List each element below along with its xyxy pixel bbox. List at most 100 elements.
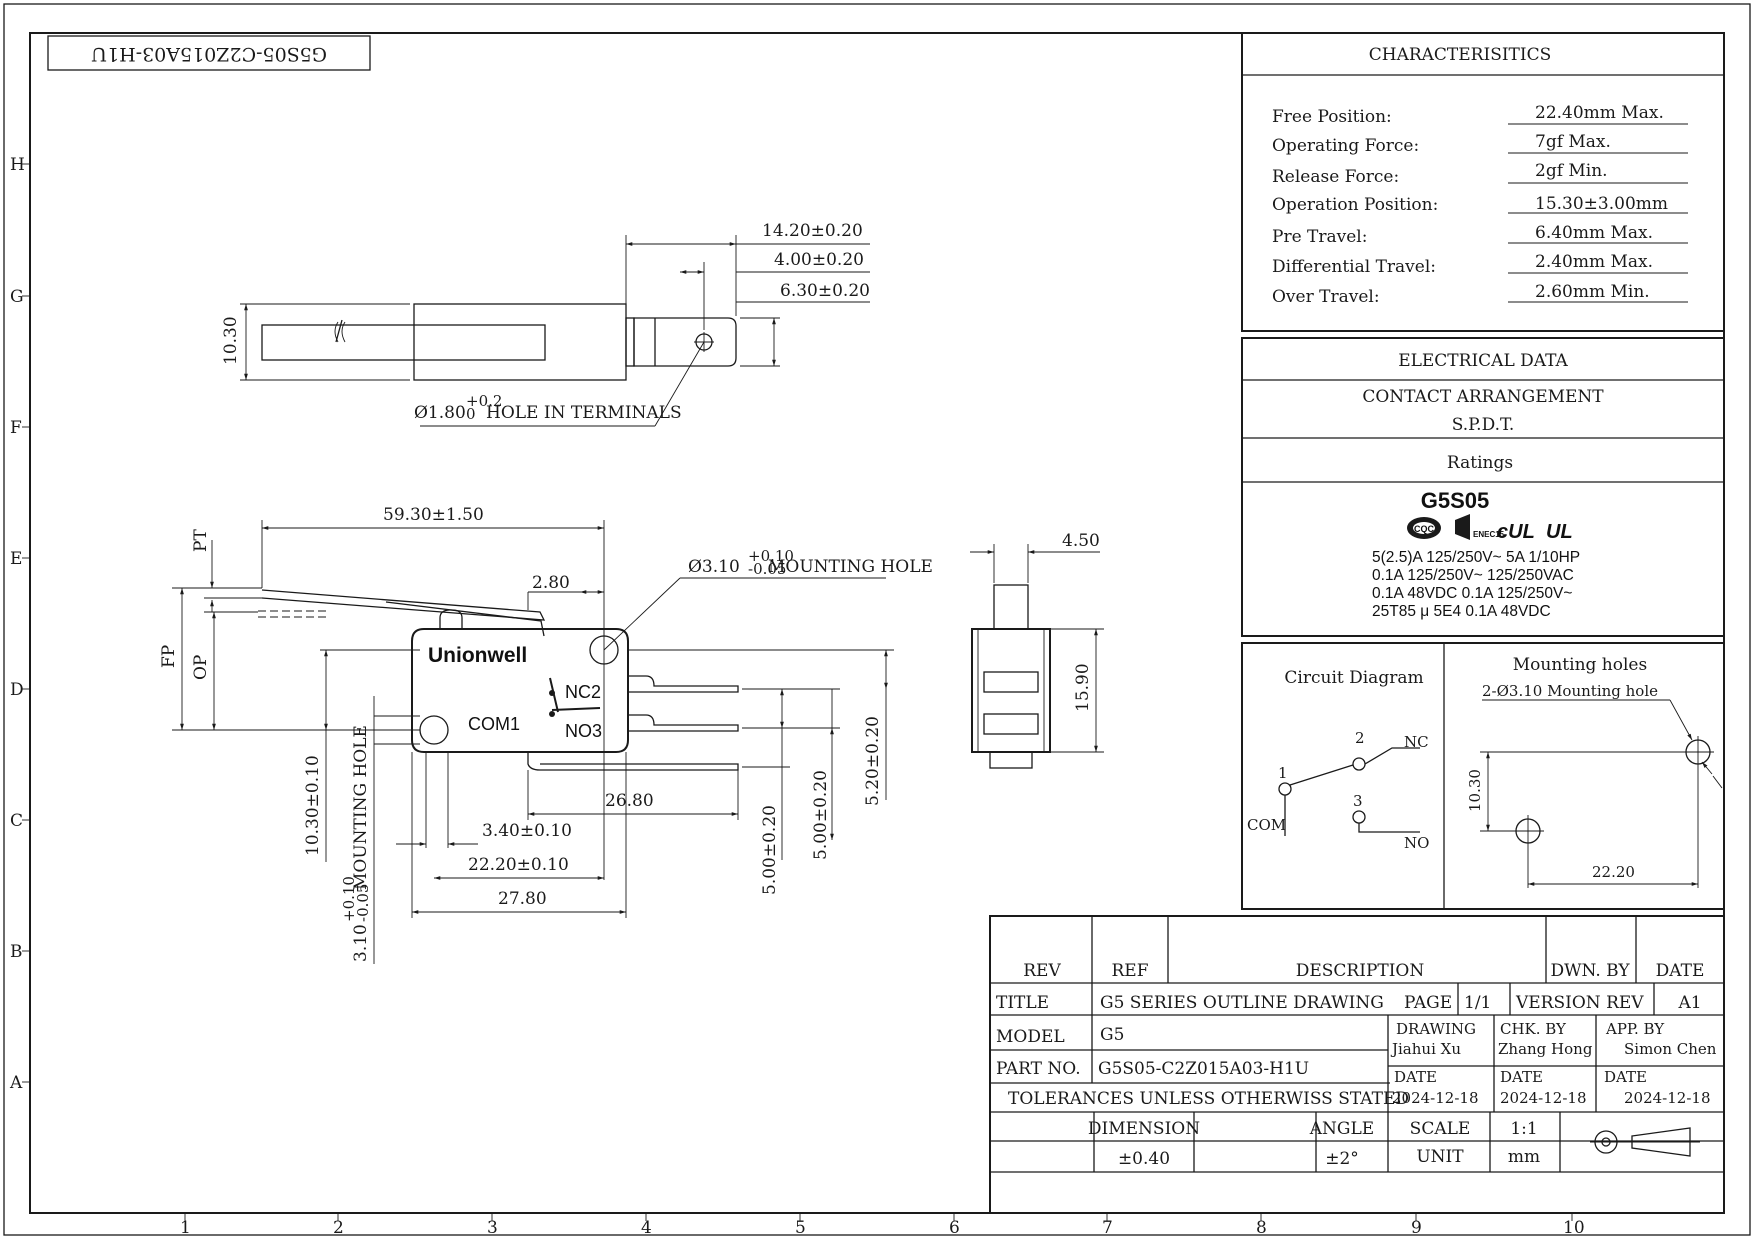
projection-symbol-icon (1590, 1127, 1700, 1157)
char-label-5: Differential Travel: (1272, 257, 1436, 277)
side-view: 4.50 15.90 (970, 531, 1104, 769)
tb-scale-value: 1:1 (1510, 1119, 1537, 1139)
tb-tolerance: TOLERANCES UNLESS OTHERWISS STATED (1008, 1089, 1409, 1109)
brand-logo: Unionwell (428, 644, 527, 667)
tb-unit-label: UNIT (1416, 1147, 1464, 1167)
tb-page-value: 1/1 (1464, 993, 1491, 1013)
grid-col-4: 4 (641, 1218, 652, 1238)
grid-row-d: D (10, 680, 24, 700)
dim-5-00-a: 5.00±0.20 (760, 805, 780, 895)
com-label: COM (1247, 816, 1286, 834)
grid-row-a: A (9, 1073, 23, 1093)
mount-hole-tol-up: +0.10 (748, 547, 794, 565)
char-value-2: 2gf Min. (1535, 161, 1608, 181)
dim-27-80: 27.80 (498, 889, 547, 909)
tb-date3: 2024-12-18 (1624, 1089, 1710, 1107)
tb-title-label: TITLE (996, 993, 1049, 1013)
front-mh-tol-up: +0.10 (340, 876, 358, 922)
rating-model: G5S05 (1421, 488, 1490, 513)
tb-chk-label: CHK. BY (1500, 1020, 1567, 1038)
tb-date2-label: DATE (1500, 1068, 1543, 1086)
nc-label: NC (1404, 733, 1429, 751)
rating-line-2: 0.1A 48VDC 0.1A 125/250V~ (1372, 585, 1572, 602)
dim-2-80: 2.80 (532, 573, 570, 593)
grid-col-8: 8 (1256, 1218, 1267, 1238)
char-label-2: Release Force: (1272, 167, 1399, 187)
char-value-0: 22.40mm Max. (1535, 103, 1664, 123)
characteristics-header: CHARACTERISITICS (1369, 45, 1552, 65)
front-mh-dia: 3.10 (351, 924, 371, 962)
dim-26-80: 26.80 (605, 791, 654, 811)
tb-page-label: PAGE (1404, 993, 1452, 1013)
grid-col-10: 10 (1563, 1218, 1585, 1238)
pin-2: 2 (1355, 729, 1365, 747)
tb-date1-label: DATE (1394, 1068, 1437, 1086)
tb-partno-label: PART NO. (996, 1059, 1081, 1079)
tb-rev: REV (1023, 961, 1061, 981)
characteristics-table: CHARACTERISITICS Free Position: Operatin… (1241, 32, 1725, 332)
tb-version-label: VERSION REV (1515, 993, 1644, 1013)
enec-mark-text: ENEC15 (1473, 530, 1505, 539)
enec-mark-icon (1455, 514, 1470, 540)
electrical-header: ELECTRICAL DATA (1398, 351, 1568, 371)
tb-version-value: A1 (1677, 993, 1701, 1013)
tb-dwn-by: DWN. BY (1550, 961, 1630, 981)
ul-mark: UL (1546, 521, 1573, 543)
mounting-dim-v: 10.30 (1466, 769, 1484, 812)
tb-scale-label: SCALE (1410, 1119, 1471, 1139)
grid-row-h: H (10, 155, 25, 175)
tb-ref: REF (1111, 961, 1148, 981)
tb-date1: 2024-12-18 (1392, 1089, 1478, 1107)
grid-col-6: 6 (949, 1218, 960, 1238)
grid-col-1: 1 (180, 1218, 191, 1238)
grid-col-3: 3 (487, 1218, 498, 1238)
mount-hole-label: MOUNTING HOLE (768, 557, 933, 577)
rating-line-3: 25T85 μ 5E4 0.1A 48VDC (1372, 603, 1551, 620)
op-label: OP (191, 655, 211, 680)
dim-4-00: 4.00±0.20 (774, 250, 864, 270)
grid-col-5: 5 (795, 1218, 806, 1238)
outer-border (3, 3, 1751, 1236)
com1-label: COM1 (468, 714, 520, 734)
char-value-4: 6.40mm Max. (1535, 223, 1653, 243)
dim-10-30-top: 10.30 (221, 316, 241, 365)
dim-5-20: 5.20±0.20 (863, 716, 883, 806)
dim-14-20: 14.20±0.20 (762, 221, 863, 241)
fp-label: FP (159, 645, 179, 668)
tb-app-name: Simon Chen (1624, 1040, 1717, 1058)
char-label-4: Pre Travel: (1272, 227, 1367, 247)
mounting-note: 2-Ø3.10 Mounting hole (1482, 682, 1658, 700)
rating-line-1: 0.1A 125/250V~ 125/250VAC (1372, 567, 1574, 584)
hole-diameter: Ø1.80 (414, 403, 466, 423)
dim-10-30-front: 10.30±0.10 (303, 755, 323, 856)
pin-3: 3 (1353, 792, 1363, 810)
dim-15-90: 15.90 (1073, 663, 1093, 712)
front-mh-label: MOUNTING HOLE (351, 725, 371, 890)
tb-angle-value: ±2° (1325, 1149, 1359, 1169)
mount-hole-dia: Ø3.10 (688, 557, 740, 577)
circuit-title: Circuit Diagram (1284, 668, 1423, 688)
grid-col-2: 2 (333, 1218, 344, 1238)
grid-row-c: C (10, 811, 23, 831)
char-value-3: 15.30±3.00mm (1535, 194, 1668, 214)
front-view: Unionwell NC2 COM1 NO3 59.30±1.50 2.80 Ø… (159, 505, 933, 964)
mount-hole-tol-dn: -0.05 (748, 560, 786, 578)
tb-description: DESCRIPTION (1296, 961, 1425, 981)
grid-row-b: B (10, 942, 23, 962)
cul-mark: cUL (1497, 521, 1535, 543)
dim-5-00-b: 5.00±0.20 (811, 770, 831, 860)
dim-22-20-front: 22.20±0.10 (468, 855, 569, 875)
contact-value: S.P.D.T. (1452, 415, 1515, 435)
dim-59-30: 59.30±1.50 (383, 505, 484, 525)
tb-unit-value: mm (1508, 1147, 1540, 1167)
char-label-3: Operation Position: (1272, 195, 1438, 215)
tb-date2: 2024-12-18 (1500, 1089, 1586, 1107)
tb-partno-value: G5S05-C2Z015A03-H1U (1098, 1059, 1309, 1079)
char-label-1: Operating Force: (1272, 136, 1419, 156)
char-label-6: Over Travel: (1272, 287, 1380, 307)
circuit-mounting-panel: Circuit Diagram 1 2 3 COM NC NO Mounting… (1241, 642, 1725, 910)
tb-date3-label: DATE (1604, 1068, 1647, 1086)
dim-6-30: 6.30±0.20 (780, 281, 870, 301)
mirrored-part-number: G5S05-C2Z015A03-H1U (91, 43, 327, 65)
